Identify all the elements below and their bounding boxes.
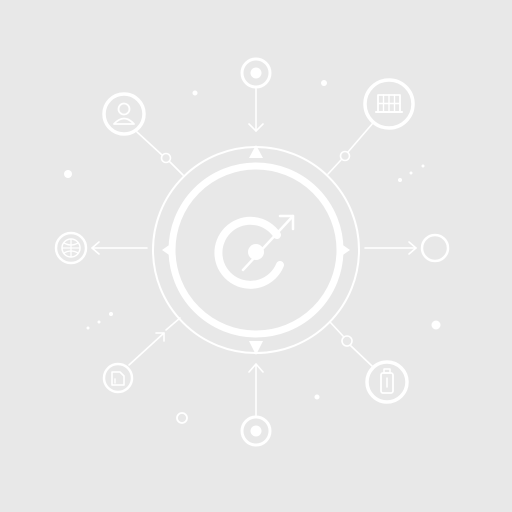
node-bottom-left[interactable] — [102, 362, 134, 394]
document-outline — [111, 371, 125, 386]
node-ring — [102, 92, 146, 136]
connector-top-right-inner — [327, 159, 342, 175]
central-hub — [152, 145, 360, 355]
hub-marker-left — [162, 243, 172, 257]
connector-bottom-left — [128, 332, 165, 366]
dot — [431, 320, 441, 330]
connector-top-left-inner — [169, 161, 184, 176]
target-with-arrow-icon — [214, 214, 295, 289]
dot — [97, 320, 101, 324]
user-body — [113, 117, 135, 125]
dot — [314, 394, 320, 400]
arrowhead-bottom-left — [155, 332, 165, 342]
document-icon — [111, 371, 125, 386]
ring-dot-icon — [250, 67, 262, 79]
joint-bottom-right — [341, 335, 353, 347]
connector-bottom-right — [350, 345, 373, 367]
node-top[interactable] — [240, 57, 272, 89]
target-arrow-shaft — [241, 214, 295, 272]
dot — [192, 90, 198, 96]
target-arrow-head — [278, 214, 295, 231]
node-ring — [240, 57, 272, 89]
connectors — [91, 88, 417, 416]
target-ring — [214, 216, 284, 289]
user-head — [117, 102, 131, 116]
node-top-left[interactable] — [102, 92, 146, 136]
node-ring — [365, 360, 409, 404]
connector-top-left — [136, 131, 163, 156]
arrowhead-left — [91, 241, 100, 255]
dot — [321, 80, 327, 86]
dot — [86, 326, 90, 330]
empty-ring-icon — [420, 233, 450, 263]
bottle-icon — [380, 368, 394, 394]
node-ring — [240, 415, 272, 447]
grid-panel-icon — [375, 94, 403, 113]
connector-bottom-right-inner — [329, 321, 344, 337]
globe-icon — [61, 238, 81, 258]
dot — [409, 171, 413, 175]
joint-top-right — [339, 150, 351, 162]
target-center — [248, 244, 264, 260]
hub-marker-right — [340, 243, 350, 257]
joint-top-left — [160, 152, 172, 164]
node-bottom[interactable] — [240, 415, 272, 447]
bottle-body — [380, 372, 394, 394]
dot — [421, 164, 425, 168]
node-top-right[interactable] — [363, 78, 415, 130]
ring-dot-icon — [250, 425, 262, 437]
node-ring — [102, 362, 134, 394]
hub-marker-top — [249, 145, 263, 158]
hollow-dot — [176, 412, 188, 424]
arrowhead-right — [408, 241, 417, 255]
node-ring — [54, 231, 88, 265]
globe-lines — [61, 238, 81, 258]
arrowhead-top — [248, 123, 264, 132]
user-profile-icon — [113, 102, 135, 125]
dot — [398, 178, 402, 182]
decorative-dots — [64, 80, 441, 400]
hub-marker-bottom — [249, 341, 263, 355]
connector-top-right — [347, 122, 374, 153]
dot — [109, 312, 113, 316]
node-right[interactable] — [420, 233, 450, 263]
node-bottom-right[interactable] — [365, 360, 409, 404]
arrowhead-bottom — [248, 363, 264, 373]
connector-bottom-left-inner — [165, 317, 181, 331]
node-left[interactable] — [54, 231, 88, 265]
node-ring — [363, 78, 415, 130]
dot — [64, 170, 72, 178]
